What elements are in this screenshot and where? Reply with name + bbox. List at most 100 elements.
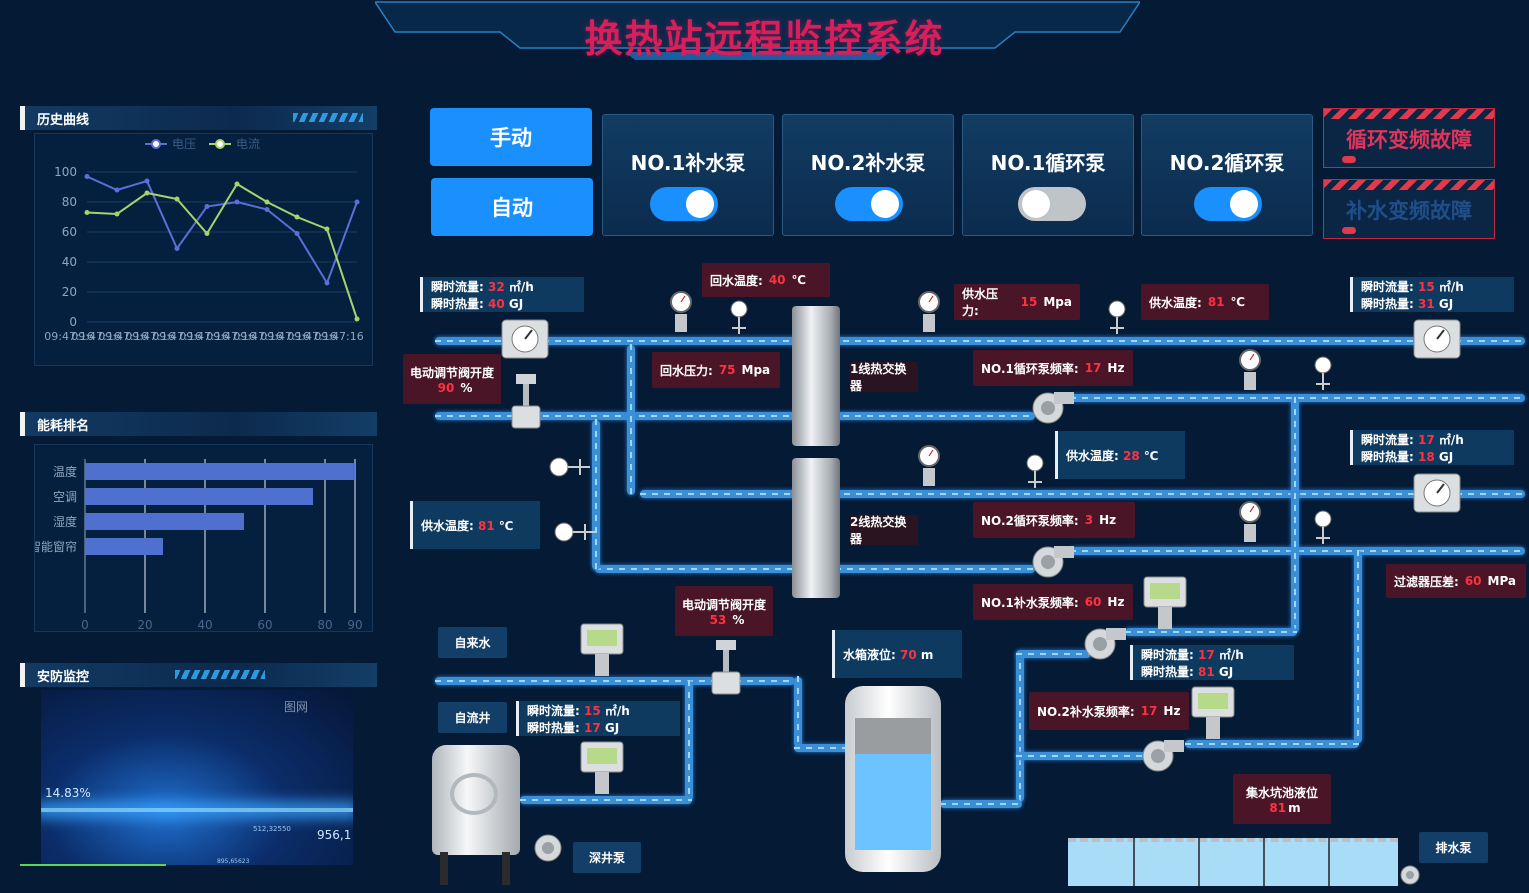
pump-toggle-makeup-2[interactable] <box>835 187 903 221</box>
category-label: 智能窗帘 <box>35 539 77 554</box>
y-tick-label: 60 <box>62 225 77 239</box>
x-tick-label: 40 <box>197 618 212 631</box>
vertical-pipe <box>1354 550 1362 743</box>
circulation-pump-2-icon[interactable] <box>1030 540 1076 580</box>
flow-readout-f3: 瞬时流量: 17 ㎡/h 瞬时热量: 18 GJ <box>1350 430 1514 465</box>
readout-label: 回水压力: <box>660 363 713 378</box>
drain-pump-icon[interactable] <box>1398 862 1422 886</box>
heat-value: 17 <box>584 721 601 735</box>
flow-value: 32 <box>488 280 505 294</box>
pump-toggle-circulation-2[interactable] <box>1194 187 1262 221</box>
x-tick-label: 09:47:16 <box>71 330 120 343</box>
header-stripes-decoration <box>175 670 265 679</box>
security-video-feed[interactable]: 14.83% 956,1 512,32550 895,65623 图网 <box>41 690 353 865</box>
fault-circulation-vfd[interactable]: 循环变频故障 <box>1323 108 1495 168</box>
readout-label: NO.1循环泵频率: <box>981 361 1079 376</box>
hx1-label: 1线热交换器 <box>850 362 918 393</box>
x-tick-label: 09:47:16 <box>314 330 363 343</box>
video-overlay-text: 512,32550 <box>253 825 291 833</box>
video-overlay-text: 895,65623 <box>217 858 250 865</box>
tap-water-button[interactable]: 自来水 <box>438 627 507 658</box>
makeup-pump-1-icon[interactable] <box>1082 622 1128 662</box>
auto-mode-button[interactable]: 自动 <box>431 178 593 236</box>
bar <box>85 538 163 555</box>
return-pipe-1 <box>435 412 1035 420</box>
heat-unit: GJ <box>604 721 620 735</box>
vertical-pipe <box>1291 397 1299 633</box>
readout-unit: ℃ <box>1143 449 1159 463</box>
thermometer-icon <box>1108 300 1126 334</box>
bar <box>85 488 313 505</box>
energy-panel-header: 能耗排名 <box>20 412 377 436</box>
circulation-pump-1-icon[interactable] <box>1030 386 1076 426</box>
y-tick-label: 100 <box>54 165 77 179</box>
flow-label: 瞬时流量: <box>1361 433 1414 447</box>
legend-marker <box>215 139 225 149</box>
thermometer-icon <box>1314 356 1332 390</box>
fault-makeup-vfd[interactable]: 补水变频故障 <box>1323 179 1495 239</box>
hazard-stripes <box>1324 180 1494 190</box>
category-label: 温度 <box>53 464 77 479</box>
video-overlay-text: 14.83% <box>45 786 91 800</box>
readout-value: 53 <box>709 612 727 627</box>
data-point <box>174 196 180 202</box>
tank-level-readout: 水箱液位: 70 m <box>832 630 962 678</box>
y-tick-label: 0 <box>69 315 77 329</box>
x-tick-label: 09:47:16 <box>98 330 147 343</box>
readout-value: 60 <box>1464 574 1482 588</box>
data-point <box>234 181 240 187</box>
readout-value: 15 <box>1020 295 1038 309</box>
legend-label: 电流 <box>236 137 260 151</box>
flow-unit: ㎡/h <box>1438 433 1464 447</box>
fault-label: 循环变频故障 <box>1346 128 1472 152</box>
legend-label: 电压 <box>172 137 196 151</box>
pump-card-makeup-1: NO.1补水泵 <box>602 114 774 236</box>
readout-unit: ℃ <box>1230 295 1246 309</box>
pump-toggle-makeup-1[interactable] <box>650 187 718 221</box>
control-valve-1-icon[interactable] <box>508 372 544 432</box>
readout-label: 过滤器压差: <box>1394 574 1459 589</box>
readout-value: 90 <box>437 380 455 395</box>
x-tick-label: 80 <box>317 618 332 631</box>
makeup-pump-2-icon[interactable] <box>1140 734 1186 774</box>
pressure-gauge-icon <box>918 291 940 332</box>
series-line-1 <box>86 182 358 320</box>
readout-value: 28 <box>1123 449 1140 463</box>
data-point <box>324 280 330 286</box>
supply-temp-top-readout: 供水温度:81℃ <box>1141 284 1269 320</box>
vertical-pipe <box>794 676 802 747</box>
flow-value: 17 <box>1418 433 1435 447</box>
flow-unit: ㎡/h <box>604 704 630 718</box>
data-point <box>114 187 120 193</box>
deep-well-pump-button[interactable]: 深井泵 <box>573 842 641 873</box>
energy-chart-box: 02040608090温度空调湿度智能窗帘 <box>29 444 373 632</box>
supply-pipe-main <box>435 337 1525 345</box>
tank-leg <box>502 852 510 885</box>
heat-exchanger-2[interactable] <box>792 458 840 598</box>
pump-card-circulation-2: NO.2循环泵 <box>1141 114 1313 236</box>
drain-pump-button[interactable]: 排水泵 <box>1419 832 1488 863</box>
heat-exchanger-1[interactable] <box>792 306 840 446</box>
deep-well-pump-icon[interactable] <box>530 826 570 866</box>
heat-value: 40 <box>488 297 505 311</box>
heat-value: 31 <box>1418 297 1435 311</box>
data-point <box>204 231 210 236</box>
control-valve-2-icon[interactable] <box>708 638 744 698</box>
readout-value: 81 <box>1207 295 1225 309</box>
data-point <box>234 199 240 205</box>
pump-toggle-circulation-1[interactable] <box>1018 187 1086 221</box>
tank-hatch <box>450 773 498 815</box>
flow-label: 瞬时流量: <box>527 704 580 718</box>
history-panel-title: 历史曲线 <box>37 113 90 128</box>
artesian-well-button[interactable]: 自流井 <box>438 702 507 733</box>
readout-label: 供水温度: <box>1066 449 1119 463</box>
bar <box>85 463 355 480</box>
flow-unit: ㎡/h <box>1218 648 1244 662</box>
security-panel-title: 安防监控 <box>37 670 90 685</box>
x-tick-label: 90 <box>347 618 362 631</box>
manual-mode-button[interactable]: 手动 <box>430 108 592 166</box>
x-tick-label: 0 <box>81 618 89 631</box>
security-panel-header: 安防监控 <box>20 663 377 687</box>
